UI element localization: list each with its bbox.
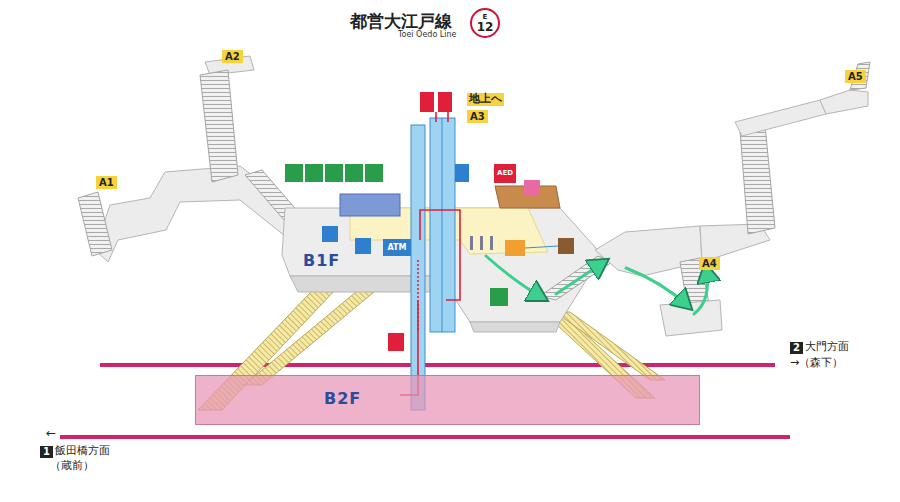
right-exits-structure (540, 62, 870, 336)
exit-badge: A5 (845, 70, 866, 83)
fare-gates (470, 236, 493, 250)
facility-icons (494, 164, 516, 183)
exit-number: A2 (225, 51, 240, 62)
right-exits-structure (820, 90, 868, 114)
elevator-shafts (442, 118, 443, 332)
track-lines (60, 365, 790, 437)
track-lines (60, 435, 790, 439)
exit-number: A3 (470, 111, 485, 122)
elevator-route-lines (420, 210, 460, 300)
exit-badge: A2 (222, 50, 243, 63)
facility-icons (285, 92, 574, 351)
floor-label: B1F (303, 252, 340, 270)
station-number: E (483, 14, 488, 21)
route-arrows (694, 268, 708, 314)
direction-label: →（森下） (790, 357, 843, 370)
facility-icons (420, 92, 434, 112)
direction-number: 2 (790, 342, 803, 354)
direction-label: （蔵前） (50, 460, 94, 473)
concourse-b1f (290, 276, 452, 292)
fare-gates (490, 236, 493, 250)
concourse-b1f (340, 194, 400, 216)
facility-icons (490, 288, 508, 306)
facility-icons (322, 226, 338, 242)
left-exits-structure (200, 70, 238, 182)
route-arrows (556, 262, 604, 294)
atm-label: ATM (388, 243, 407, 252)
facility-icons (355, 238, 371, 254)
facility-icons (525, 246, 558, 248)
facility-icons (285, 164, 303, 182)
fare-gates (480, 236, 483, 250)
aed-label: AED (497, 169, 513, 177)
facility-icons (383, 239, 411, 256)
facility-icons (388, 333, 404, 351)
elevator-route-lines (436, 112, 448, 122)
exit-number: A4 (702, 258, 717, 269)
to-ground-label: 地上へ (467, 93, 504, 106)
route-arrows (486, 256, 543, 298)
exit-number: A5 (848, 71, 863, 82)
exit-badge: A4 (699, 257, 720, 270)
platform-band: B2F (195, 375, 700, 425)
direction-label: 大門方面 (805, 341, 849, 354)
platform-escalators (555, 312, 665, 380)
facility-icons (365, 164, 383, 182)
right-exits-structure (660, 300, 722, 336)
facility-icons (505, 240, 525, 256)
route-arrows (626, 268, 688, 306)
track-lines (100, 363, 775, 367)
exit-badge: A1 (96, 176, 117, 189)
direction-label: 飯田橋方面 (55, 445, 110, 458)
concourse-b1f (470, 322, 560, 332)
facility-icons (325, 164, 343, 182)
exit-badge: A3 (467, 110, 488, 123)
line-name-english: Toei Oedo Line (398, 30, 457, 39)
facility-icons (345, 164, 363, 182)
facility-icons (524, 180, 540, 196)
facility-icons (305, 164, 323, 182)
station-number: 12 (477, 21, 494, 33)
line-title: 都営大江戸線 (350, 10, 452, 33)
floor-label: B2F (324, 389, 361, 408)
right-exits-structure (740, 125, 775, 234)
facility-icons (438, 92, 452, 112)
station-number-badge: E12 (470, 8, 500, 38)
left-exits-structure (78, 192, 112, 256)
right-exits-structure (540, 256, 612, 300)
route-arrows (486, 256, 708, 314)
direction-number: 1 (40, 446, 53, 458)
exit-number: A1 (99, 177, 114, 188)
direction-arrow: ← (46, 427, 56, 441)
right-exits-structure (735, 100, 826, 136)
facility-icons (558, 238, 574, 254)
elevator-route-lines (417, 260, 419, 330)
facility-icons (455, 164, 469, 182)
fare-gates (470, 236, 473, 250)
